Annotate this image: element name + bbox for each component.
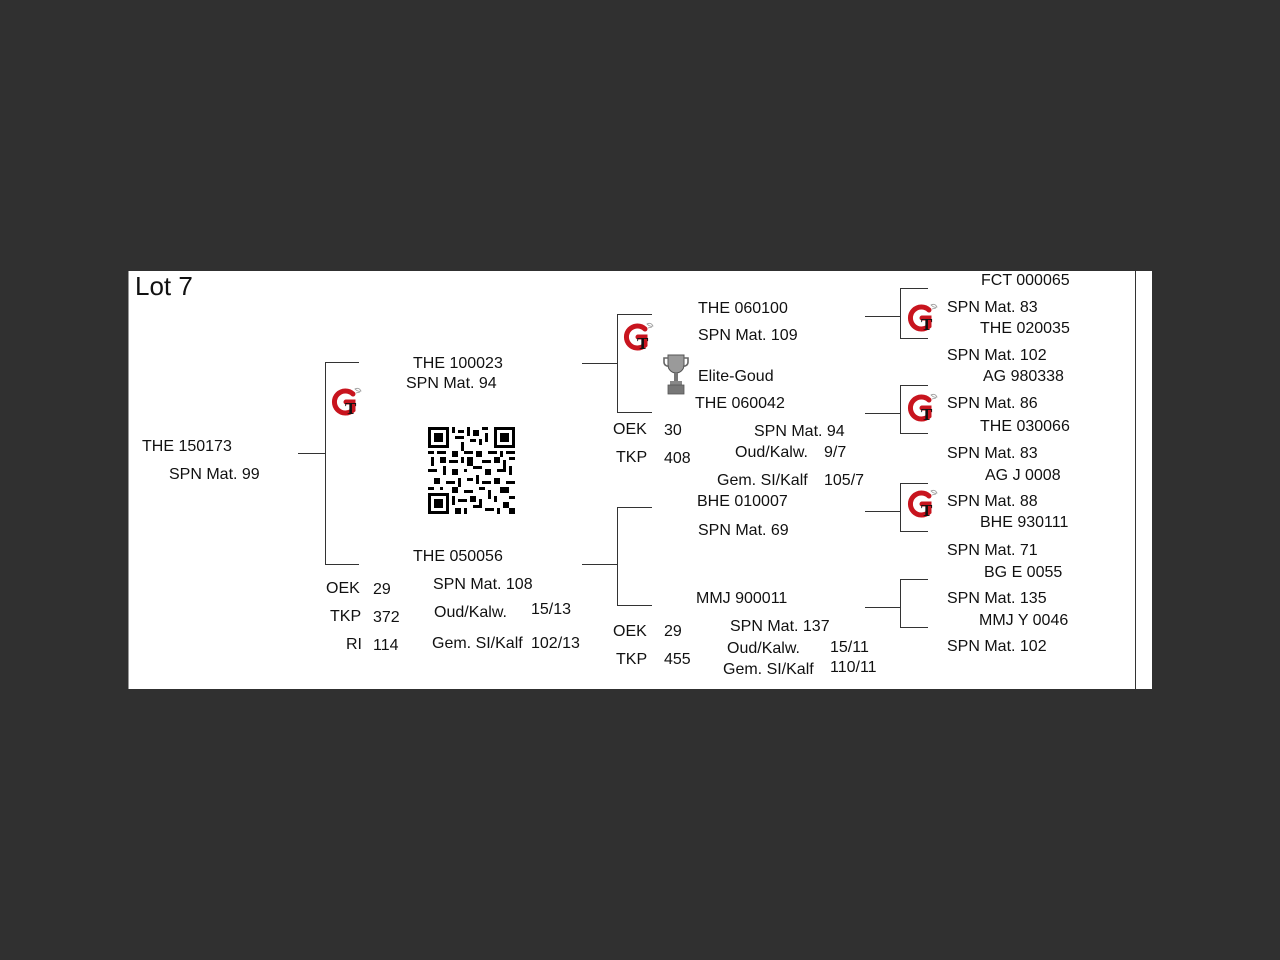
sd-tkp-label: TKP [616,449,648,466]
ds-id: BHE 010007 [697,493,788,510]
dam-gem: 102/13 [531,635,580,652]
qr-code [428,427,515,514]
dd-tkp: 455 [664,651,691,668]
sd-tkp: 408 [664,450,691,467]
connector [325,362,359,363]
connector [900,579,928,580]
connector [900,531,928,532]
gen3-spn: SPN Mat. 102 [947,638,1047,655]
connector [865,316,900,317]
gen3-id: AG 980338 [983,368,1064,385]
connector [900,483,928,484]
dd-gem-label: Gem. SI/Kalf [723,661,814,678]
connector [325,362,326,564]
ss-spn: SPN Mat. 109 [698,327,798,344]
connector [865,413,900,414]
gen3-id: BHE 930111 [980,514,1069,531]
gen3-spn: SPN Mat. 83 [947,445,1038,462]
dd-oud-kalw-label: Oud/Kalw. [727,640,800,657]
dam-ri-label: RI [346,636,362,653]
gen3-id: FCT 000065 [981,272,1070,289]
gt-logo-icon [907,301,939,333]
connector [900,579,901,627]
connector [900,288,901,338]
gen3-id: THE 020035 [980,320,1070,337]
sd-award: Elite-Goud [698,368,774,385]
sd-gem-label: Gem. SI/Kalf [717,472,808,489]
connector [900,338,928,339]
gen3-spn: SPN Mat. 135 [947,590,1047,607]
animal-spn: SPN Mat. 99 [169,466,260,483]
dd-tkp-label: TKP [616,651,648,668]
gt-logo-icon [907,487,939,519]
sd-spn: SPN Mat. 94 [754,423,845,440]
ss-id: THE 060100 [698,300,788,317]
gen3-id: MMJ Y 0046 [979,612,1069,629]
left-border [128,271,129,689]
dam-gem-label: Gem. SI/Kalf [432,635,523,652]
connector [617,507,618,605]
connector [617,605,652,606]
sd-oek: 30 [664,422,682,439]
lot-title: Lot 7 [135,271,193,301]
trophy-icon [663,354,689,395]
gen3-spn: SPN Mat. 71 [947,542,1038,559]
dd-oud-kalw: 15/11 [830,639,869,656]
connector [900,385,901,433]
gen3-spn: SPN Mat. 88 [947,493,1038,510]
connector [617,412,652,413]
sd-gem: 105/7 [824,472,865,489]
dd-oek: 29 [664,623,682,640]
connector [900,385,928,386]
dam-oek-label: OEK [326,580,360,597]
dam-oud-kalw: 15/13 [531,601,572,618]
sd-id: THE 060042 [695,395,785,412]
right-border [1135,271,1136,689]
connector [325,564,359,565]
dam-oek: 29 [373,581,391,598]
dam-id: THE 050056 [413,548,503,565]
dam-oud-kalw-label: Oud/Kalw. [434,604,507,621]
dd-spn: SPN Mat. 137 [730,618,830,635]
gen3-id: BG E 0055 [984,564,1063,581]
dd-gem: 110/11 [830,659,877,676]
ds-spn: SPN Mat. 69 [698,522,789,539]
connector [617,314,618,412]
gen3-spn: SPN Mat. 86 [947,395,1038,412]
dam-spn: SPN Mat. 108 [433,576,533,593]
sire-id: THE 100023 [413,355,503,372]
animal-id: THE 150173 [142,438,232,455]
dam-ri: 114 [373,637,399,654]
gen3-id: AG J 0008 [985,467,1061,484]
connector [900,433,928,434]
dd-oek-label: OEK [613,623,647,640]
connector [298,453,325,454]
dam-tkp: 372 [373,609,400,626]
sd-oek-label: OEK [613,421,647,438]
gt-logo-icon [623,320,655,352]
gen3-id: THE 030066 [980,418,1070,435]
sire-spn: SPN Mat. 94 [406,375,497,392]
gen3-spn: SPN Mat. 83 [947,299,1038,316]
sd-oud-kalw: 9/7 [824,444,847,461]
connector [900,483,901,531]
connector [582,564,617,565]
pedigree-sheet: Lot 7 THE 150173 SPN Mat. 99 THE 100023 … [128,271,1152,689]
connector [865,607,900,608]
connector [865,511,900,512]
gt-logo-icon [907,391,939,423]
gt-logo-icon [331,385,363,417]
gen3-spn: SPN Mat. 102 [947,347,1047,364]
dam-tkp-label: TKP [330,608,362,625]
connector [900,627,928,628]
connector [617,314,652,315]
connector [900,288,928,289]
sd-oud-kalw-label: Oud/Kalw. [735,444,808,461]
connector [582,363,617,364]
connector [617,507,652,508]
dd-id: MMJ 900011 [696,590,788,607]
